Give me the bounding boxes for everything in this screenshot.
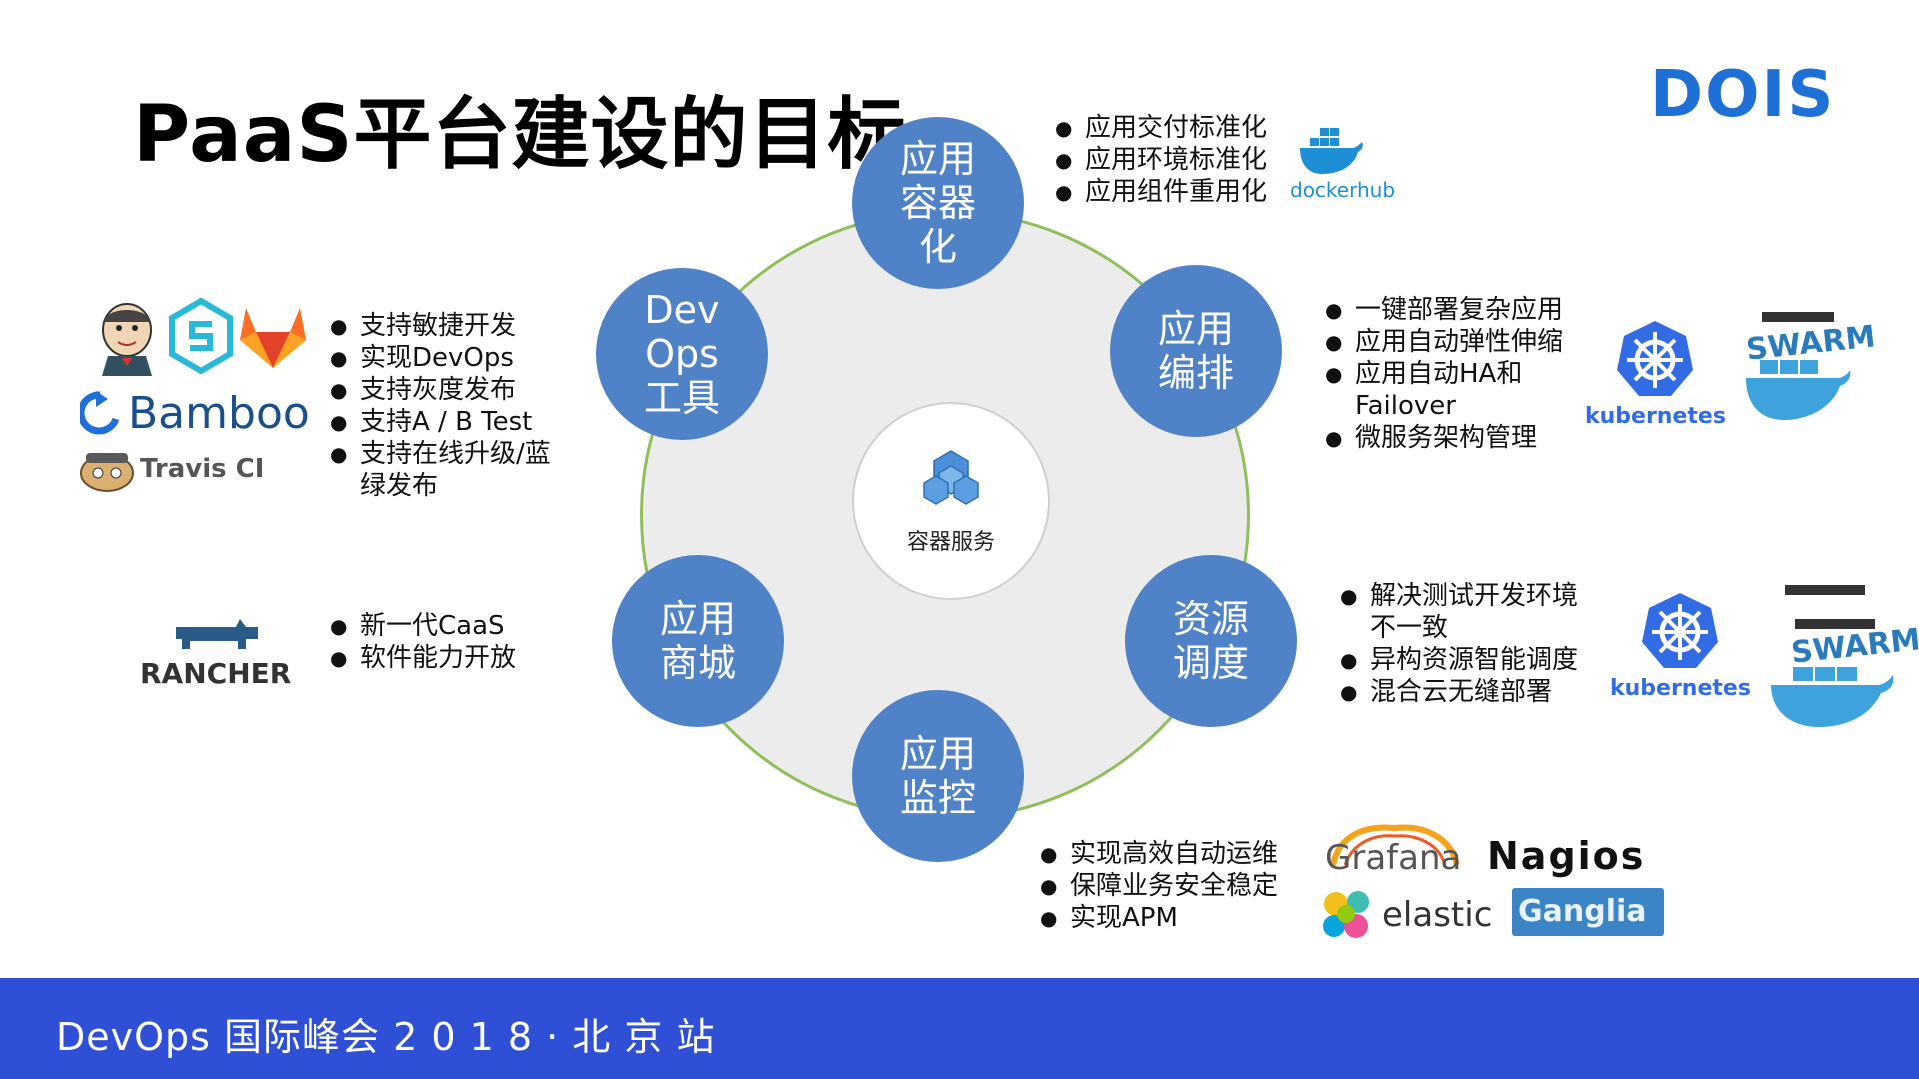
node-resource-scheduling: 资源 调度	[1125, 555, 1297, 727]
kubernetes-label: kubernetes	[1610, 676, 1751, 701]
bamboo-refresh-icon	[80, 390, 120, 434]
dockerhub-logo: dockerhub	[1290, 120, 1395, 202]
list-item: 应用环境标准化	[1055, 144, 1267, 176]
list-item: 解决测试开发环境 不一致	[1340, 580, 1578, 644]
node-app-store: 应用 商城	[612, 555, 784, 727]
rancher-label: RANCHER	[140, 657, 292, 690]
list-item: 支持在线升级/蓝 绿发布	[330, 438, 551, 502]
kubernetes-helm-icon	[1642, 593, 1719, 668]
list-item: 实现DevOps	[330, 342, 551, 374]
swarm-whale-icon	[1771, 585, 1894, 727]
node-label: 应用 商城	[659, 597, 736, 685]
nagios-logo: Nagios	[1487, 834, 1646, 878]
grafana-label: Grafana	[1325, 838, 1462, 878]
scheduling-bullet-list: 解决测试开发环境 不一致 异构资源智能调度 混合云无缝部署	[1340, 580, 1578, 708]
footer-text: DevOps 国际峰会 2 0 1 8 · 北 京 站	[56, 1015, 716, 1059]
list-item: 一键部署复杂应用	[1325, 294, 1563, 326]
list-item: 保障业务安全稳定	[1040, 870, 1278, 902]
list-item: 应用组件重用化	[1055, 176, 1267, 208]
swarm-whale-icon	[1746, 312, 1851, 420]
list-item: 异构资源智能调度	[1340, 644, 1578, 676]
gitlab-logo	[236, 302, 310, 376]
ganglia-logo: Ganglia	[1512, 888, 1664, 936]
list-item: 支持敏捷开发	[330, 310, 551, 342]
kubernetes-logo-1: kubernetes	[1585, 318, 1726, 429]
travis-mascot-icon	[80, 453, 134, 492]
hub-label: 容器服务	[906, 530, 995, 555]
page-title: PaaS平台建设的目标	[133, 90, 907, 180]
node-app-containerization: 应用 容器 化	[852, 117, 1024, 289]
node-label: 应用 编排	[1157, 307, 1234, 395]
docker-whale-icon	[1300, 128, 1363, 174]
list-item: 微服务架构管理	[1325, 422, 1563, 454]
node-app-orchestration: 应用 编排	[1110, 265, 1282, 437]
list-item: 新一代CaaS	[330, 610, 516, 642]
node-label: 应用 容器 化	[899, 137, 976, 269]
elastic-cluster-icon	[1323, 891, 1369, 938]
kubernetes-label: kubernetes	[1585, 404, 1726, 429]
node-devops-tools: Dev Ops 工具	[596, 268, 768, 440]
kubernetes-helm-icon	[1617, 321, 1694, 396]
list-item: 实现APM	[1040, 902, 1278, 934]
brand-logo: DOIS	[1650, 58, 1835, 132]
elastic-label: elastic	[1382, 895, 1493, 935]
list-item: 支持A / B Test	[330, 406, 551, 438]
kubernetes-logo-2: kubernetes	[1610, 590, 1751, 701]
grafana-logo: Grafana	[1325, 820, 1465, 878]
list-item: 实现高效自动运维	[1040, 838, 1278, 870]
list-item: 应用交付标准化	[1055, 112, 1267, 144]
travis-ci-logo: Travis CI	[78, 445, 264, 493]
devops-bullet-list: 支持敏捷开发 实现DevOps 支持灰度发布 支持A / B Test 支持在线…	[330, 310, 551, 502]
container-service-hub: 容器服务	[852, 402, 1050, 600]
dockerhub-label: dockerhub	[1290, 178, 1396, 202]
list-item: 支持灰度发布	[330, 374, 551, 406]
cloudbees-logo	[168, 297, 234, 378]
ganglia-label: Ganglia	[1518, 894, 1647, 929]
rancher-cow-icon	[175, 619, 258, 649]
container-bullet-list: 应用交付标准化 应用环境标准化 应用组件重用化	[1055, 112, 1267, 208]
elastic-logo: elastic	[1320, 888, 1492, 942]
bamboo-label: Bamboo	[128, 388, 310, 439]
monitoring-bullet-list: 实现高效自动运维 保障业务安全稳定 实现APM	[1040, 838, 1278, 934]
list-item: 软件能力开放	[330, 642, 516, 674]
jenkins-butler-icon	[102, 303, 152, 376]
node-label: 应用 监控	[899, 732, 976, 820]
list-item: 应用自动HA和 Failover	[1325, 358, 1563, 422]
list-item: 应用自动弹性伸缩	[1325, 326, 1563, 358]
node-label: Dev Ops 工具	[643, 288, 720, 420]
list-item: 混合云无缝部署	[1340, 676, 1578, 708]
orchestration-bullet-list: 一键部署复杂应用 应用自动弹性伸缩 应用自动HA和 Failover 微服务架构…	[1325, 294, 1563, 454]
docker-swarm-logo-1: SWARM	[1742, 312, 1877, 424]
jenkins-logo	[92, 300, 162, 380]
docker-swarm-logo-2: SWARM	[1765, 585, 1919, 730]
rancher-logo: RANCHER	[140, 615, 291, 690]
node-label: 资源 调度	[1172, 597, 1249, 685]
store-bullet-list: 新一代CaaS 软件能力开放	[330, 610, 516, 674]
footer-bar	[0, 978, 1919, 1079]
gitlab-fox-icon	[240, 308, 306, 368]
container-cluster-icon	[923, 450, 979, 505]
node-app-monitoring: 应用 监控	[852, 690, 1024, 862]
grafana-flame-icon	[1330, 824, 1460, 866]
travis-label: Travis CI	[140, 454, 265, 484]
bamboo-logo: Bamboo	[80, 388, 310, 439]
brand-text: DOIS	[1650, 58, 1836, 132]
hexagon-s-icon	[169, 297, 233, 375]
